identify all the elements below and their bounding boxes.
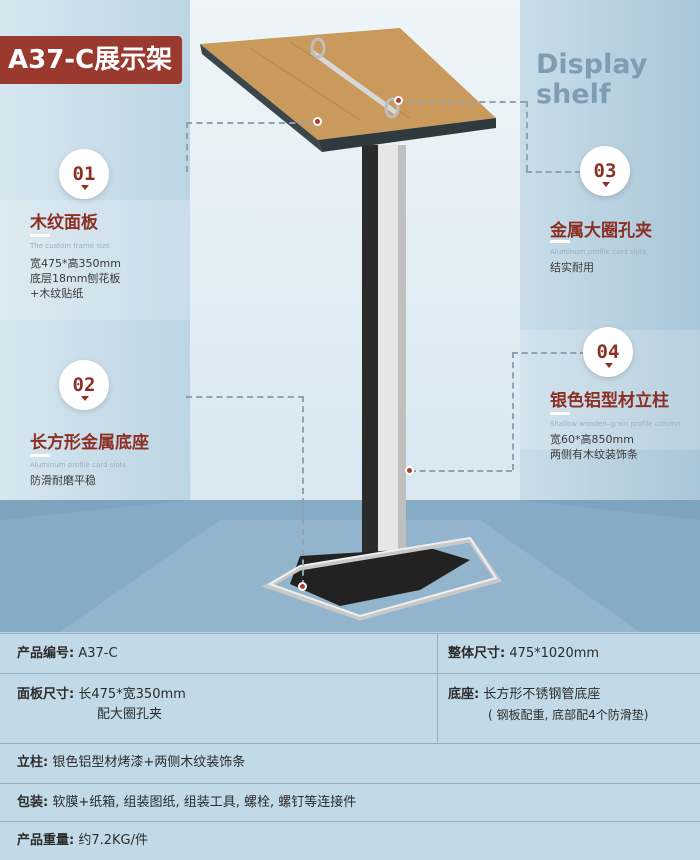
packing-spec: 包装: 软膜+纸箱, 组装图纸, 组装工具, 螺栓, 螺钉等连接件	[17, 795, 357, 810]
ring-binder	[310, 37, 400, 119]
connector-03	[398, 101, 526, 103]
overall-size: 整体尺寸: 475*1020mm	[448, 646, 600, 661]
wood-panel	[200, 28, 496, 140]
model-badge: A37-C展示架	[0, 36, 183, 84]
feature-04-english: Shallow wooden–grain profile column	[550, 420, 681, 428]
feature-01-title: 木纹面板	[30, 213, 98, 233]
lectern-illustration	[200, 28, 503, 621]
base: 底座: 长方形不锈钢管底座	[448, 687, 601, 702]
english-title: Display shelf	[536, 50, 647, 110]
left-wall	[0, 0, 190, 520]
feature-03-number: 03	[580, 146, 630, 196]
feature-01-desc: 宽475*高350mm 底层18mm刨花板 +木纹贴纸	[30, 257, 121, 300]
product-code: 产品编号: A37-C	[17, 646, 118, 661]
marker-04	[405, 466, 414, 475]
product-scene: A37-C展示架 Display shelf 01 木纹面板 The custo…	[0, 0, 700, 632]
spec-row-2: 面板尺寸: 长475*宽350mm 配大圈孔夹 底座: 长方形不锈钢管底座 ( …	[0, 673, 700, 743]
spec-row-4: 包装: 软膜+纸箱, 组装图纸, 组装工具, 螺栓, 螺钉等连接件	[0, 783, 700, 821]
base-line-2: ( 钢板配重, 底部配4个防滑垫)	[488, 708, 649, 722]
connector-02	[186, 396, 304, 398]
marker-03	[394, 96, 403, 105]
spec-table: 产品编号: A37-C 整体尺寸: 475*1020mm 面板尺寸: 长475*…	[0, 633, 700, 860]
column-spec: 立柱: 银色铝型材烤漆+两侧木纹装饰条	[17, 755, 246, 770]
english-title-line-1: Display	[536, 49, 648, 80]
marker-02	[298, 582, 307, 591]
feature-02-number: 02	[59, 360, 109, 410]
feature-02-english: Aluminum profile card slots	[30, 461, 127, 469]
spec-row-3: 立柱: 银色铝型材烤漆+两侧木纹装饰条	[0, 743, 700, 783]
weight-spec: 产品重量: 约7.2KG/件	[17, 833, 148, 848]
panel-size: 面板尺寸: 长475*宽350mm	[17, 687, 186, 702]
right-wall	[520, 0, 700, 520]
table-divider	[437, 633, 438, 743]
feature-02-title: 长方形金属底座	[30, 433, 149, 453]
connector-01	[186, 122, 316, 124]
wall-step-left	[0, 200, 190, 320]
feature-01-number: 01	[59, 149, 109, 199]
feature-03-desc: 结实耐用	[550, 261, 594, 274]
english-title-line-2: shelf	[536, 79, 611, 110]
connector-04	[512, 352, 586, 354]
feature-04-number: 04	[583, 327, 633, 377]
panel-size-line-2: 配大圈孔夹	[97, 707, 163, 722]
spec-row-5: 产品重量: 约7.2KG/件	[0, 821, 700, 860]
feature-04-title: 银色铝型材立柱	[550, 391, 669, 411]
feature-03-title: 金属大圈孔夹	[550, 221, 652, 241]
spec-row-1: 产品编号: A37-C 整体尺寸: 475*1020mm	[0, 633, 700, 673]
marker-01	[313, 117, 322, 126]
feature-01-english: The custom frame size	[30, 242, 110, 250]
feature-04-desc: 宽60*高850mm 两侧有木纹装饰条	[550, 433, 638, 461]
feature-03-english: Aluminum profile card slots	[550, 248, 647, 256]
feature-02-desc: 防滑耐磨平稳	[30, 474, 96, 487]
